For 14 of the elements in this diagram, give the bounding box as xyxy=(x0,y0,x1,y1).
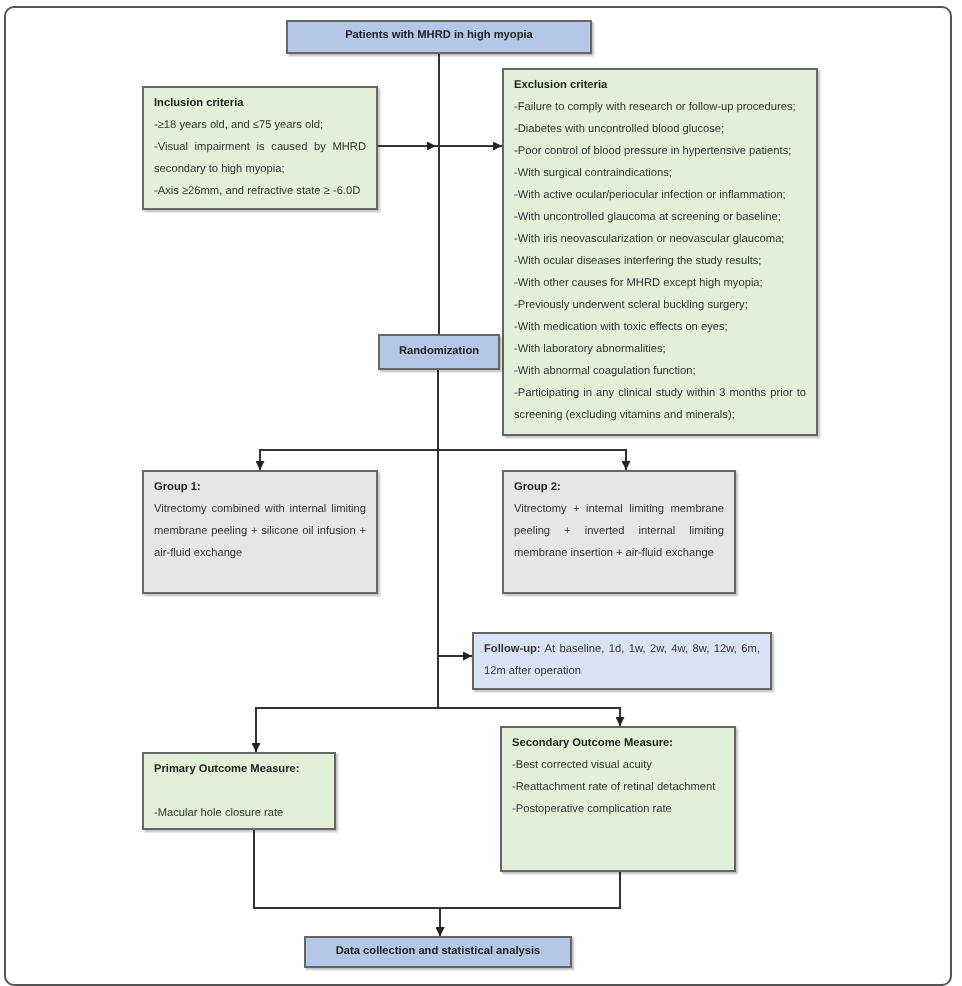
text-box xyxy=(500,726,736,872)
text-box xyxy=(502,470,736,594)
arrow xyxy=(435,871,621,937)
process-box xyxy=(304,936,572,968)
text-box xyxy=(142,470,378,594)
arrow xyxy=(377,142,503,151)
text-box xyxy=(502,68,818,436)
text-box xyxy=(142,86,378,210)
process-box xyxy=(378,334,500,370)
arrow xyxy=(437,369,625,727)
process-box xyxy=(286,20,592,54)
text-box xyxy=(142,752,336,830)
connector-line xyxy=(438,53,440,335)
text-box xyxy=(472,632,772,690)
